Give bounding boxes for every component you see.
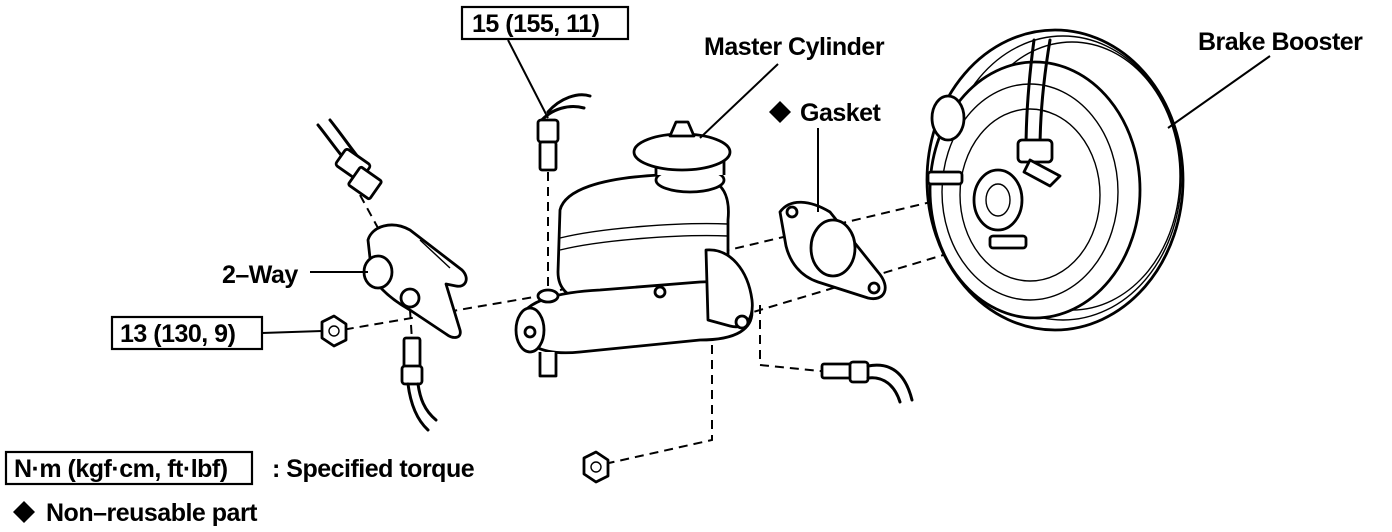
two-way-valve-part (362, 223, 468, 339)
two-way-label: 2–Way (222, 261, 298, 289)
top-brake-line (536, 93, 592, 172)
diamond-icon (769, 101, 791, 123)
left-lower-brake-line (400, 336, 438, 432)
torque-label-left-text: 13 (130, 9) (120, 320, 236, 348)
right-lower-brake-line (820, 360, 914, 404)
left-mounting-nut (320, 314, 348, 348)
legend-torque-desc: : Specified torque (272, 455, 475, 483)
leader-lines (261, 39, 1271, 334)
torque-label-left: 13 (130, 9) (110, 315, 264, 351)
brake-booster-part (925, 28, 1185, 332)
torque-label-top: 15 (155, 11) (460, 5, 630, 41)
left-upper-brake-line (316, 118, 383, 201)
gasket-label-text: Gasket (800, 99, 882, 127)
lower-mounting-nut (582, 450, 610, 484)
legend: N·m (kgf·cm, ft·lbf) : Specified torque … (4, 450, 475, 527)
legend-torque-unit: N·m (kgf·cm, ft·lbf) (14, 455, 228, 483)
torque-label-top-text: 15 (155, 11) (472, 10, 600, 38)
master-cylinder-label: Master Cylinder (704, 33, 885, 61)
gasket-label: Gasket (769, 99, 882, 127)
brake-booster-label: Brake Booster (1198, 28, 1363, 56)
diamond-icon (13, 501, 35, 523)
master-cylinder-part (514, 120, 754, 378)
legend-non-reusable: Non–reusable part (46, 499, 258, 527)
gasket-part (778, 200, 887, 301)
